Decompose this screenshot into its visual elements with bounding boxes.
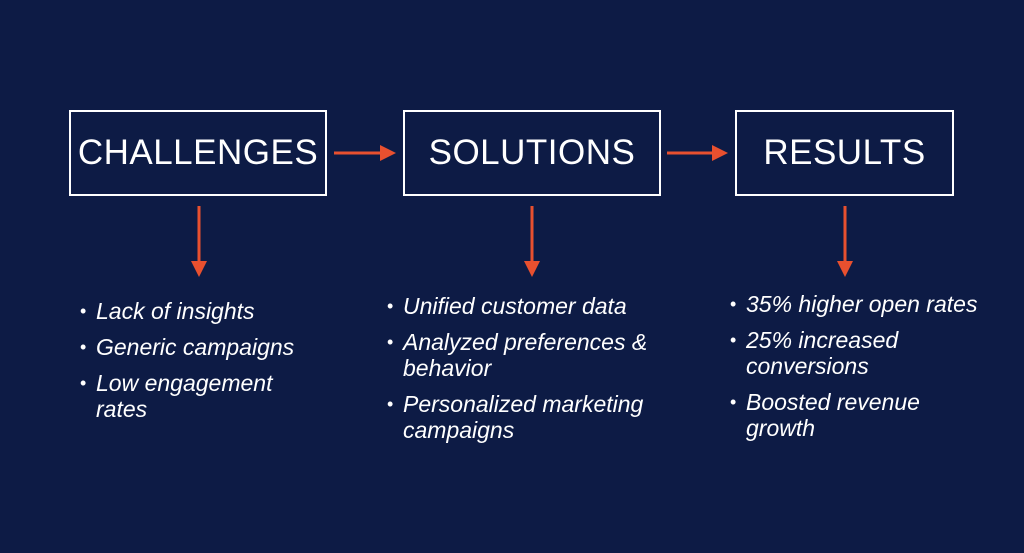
challenges-title: CHALLENGES bbox=[77, 133, 319, 172]
challenge-item: Low engagement rates bbox=[78, 370, 316, 422]
solution-item: Analyzed preferences & behavior bbox=[385, 329, 673, 381]
arrow-results-down bbox=[837, 206, 853, 277]
challenges-box: CHALLENGES bbox=[69, 110, 327, 196]
arrow-solutions-down bbox=[524, 206, 540, 277]
arrow-challenges-down bbox=[191, 206, 207, 277]
challenge-item: Lack of insights bbox=[78, 298, 328, 324]
solution-item: Unified customer data bbox=[385, 293, 685, 319]
arrow-solutions-to-results bbox=[667, 145, 728, 161]
challenge-item: Generic campaigns bbox=[78, 334, 328, 360]
results-list: 35% higher open rates 25% increased conv… bbox=[728, 291, 1018, 451]
results-title: RESULTS bbox=[763, 133, 926, 172]
challenges-list: Lack of insights Generic campaigns Low e… bbox=[78, 298, 328, 432]
solution-item: Personalized marketing campaigns bbox=[385, 391, 693, 443]
result-item: 25% increased conversions bbox=[728, 327, 946, 379]
arrow-challenges-to-solutions bbox=[334, 145, 396, 161]
solutions-list: Unified customer data Analyzed preferenc… bbox=[385, 293, 685, 453]
results-box: RESULTS bbox=[735, 110, 954, 196]
result-item: 35% higher open rates bbox=[728, 291, 1018, 317]
solutions-box: SOLUTIONS bbox=[403, 110, 661, 196]
result-item: Boosted revenue growth bbox=[728, 389, 956, 441]
solutions-title: SOLUTIONS bbox=[428, 133, 636, 172]
